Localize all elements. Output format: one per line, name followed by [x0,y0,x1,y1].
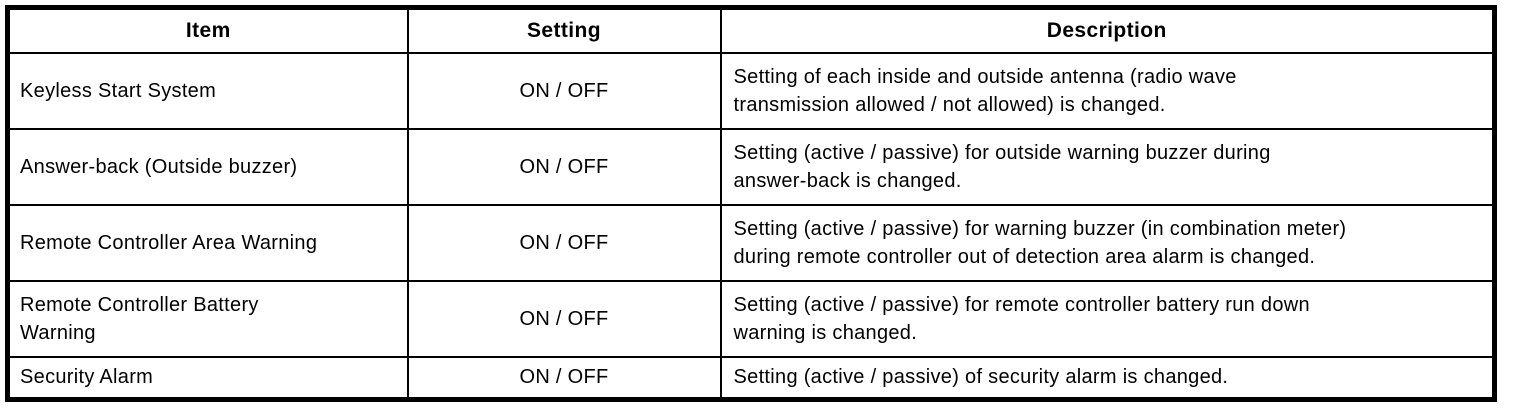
keyless-settings-table: Item Setting Description Keyless Start S… [5,5,1497,402]
setting-cell: ON / OFF [406,128,722,206]
description-cell: Setting (active / passive) for outside w… [719,128,1496,206]
item-cell: Answer-back (Outside buzzer) [6,128,409,206]
description-cell: Setting (active / passive) for remote co… [719,280,1496,358]
table-row: Answer-back (Outside buzzer) ON / OFF Se… [6,128,1496,206]
setting-cell: ON / OFF [406,280,722,358]
setting-cell: ON / OFF [406,204,722,282]
table-row: Keyless Start System ON / OFF Setting of… [6,52,1496,130]
table-row: Security Alarm ON / OFF Setting (active … [6,356,1496,400]
description-cell: Setting (active / passive) of security a… [719,356,1496,400]
description-cell: Setting (active / passive) for warning b… [719,204,1496,282]
table-row: Remote Controller Battery Warning ON / O… [6,280,1496,358]
setting-cell: ON / OFF [406,356,722,400]
column-header-description: Description [719,6,1496,54]
item-cell: Keyless Start System [6,52,409,130]
table-row: Remote Controller Area Warning ON / OFF … [6,204,1496,282]
item-cell: Remote Controller Battery Warning [6,280,409,358]
column-header-setting: Setting [406,6,722,54]
item-cell: Security Alarm [6,356,409,400]
item-cell: Remote Controller Area Warning [6,204,409,282]
header-row: Item Setting Description [6,6,1496,54]
column-header-item: Item [6,6,409,54]
table-header: Item Setting Description [6,6,1496,54]
table-body: Keyless Start System ON / OFF Setting of… [6,52,1496,400]
description-cell: Setting of each inside and outside anten… [719,52,1496,130]
setting-cell: ON / OFF [406,52,722,130]
